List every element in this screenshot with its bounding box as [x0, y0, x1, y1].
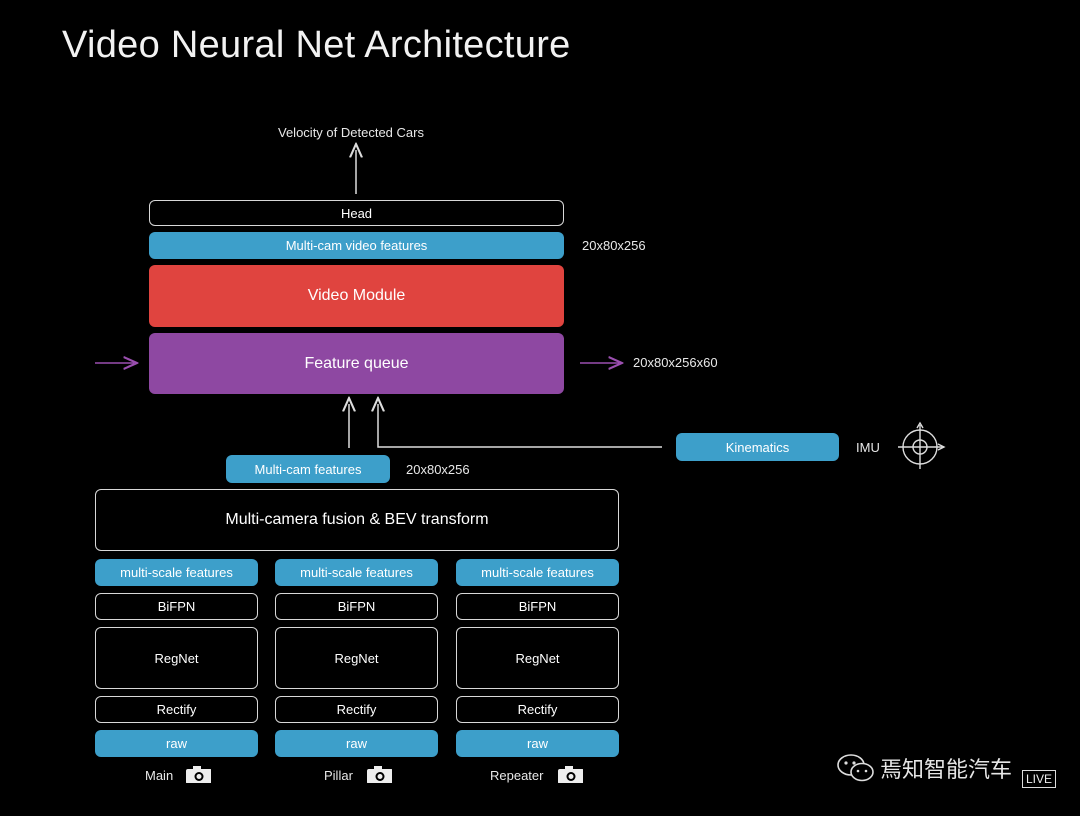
col2-camera-label: Pillar [324, 768, 353, 783]
camera-icon [367, 766, 392, 783]
col2-multiscale-features: multi-scale features [275, 559, 438, 586]
watermark-text: 焉知智能汽车 [880, 758, 1013, 783]
col3-bifpn: BiFPN [456, 593, 619, 620]
col1-regnet: RegNet [95, 627, 258, 689]
col1-multiscale-features: multi-scale features [95, 559, 258, 586]
camera-icon [186, 766, 211, 783]
live-badge: LIVE [1022, 770, 1057, 788]
col3-regnet: RegNet [456, 627, 619, 689]
feature-queue-block: Feature queue [149, 333, 564, 394]
bev-transform-block: Multi-camera fusion & BEV transform [95, 489, 619, 551]
video-features-dim: 20x80x256 [582, 238, 646, 253]
camera-icon [558, 766, 583, 783]
video-features-block: Multi-cam video features [149, 232, 564, 259]
velocity-label: Velocity of Detected Cars [278, 125, 424, 140]
head-block: Head [149, 200, 564, 226]
col3-camera-label: Repeater [490, 768, 544, 783]
imu-sensor-icon [898, 421, 946, 469]
wechat-icon [837, 754, 874, 782]
feature-queue-dim: 20x80x256x60 [633, 355, 718, 370]
col1-camera-label: Main [145, 768, 174, 783]
col2-raw: raw [275, 730, 438, 757]
col3-multiscale-features: multi-scale features [456, 559, 619, 586]
kinematics-block: Kinematics [676, 433, 839, 461]
col3-rectify: Rectify [456, 696, 619, 723]
col1-raw: raw [95, 730, 258, 757]
col3-raw: raw [456, 730, 619, 757]
multicam-features-block: Multi-cam features [226, 455, 390, 483]
imu-label: IMU [856, 440, 880, 455]
col1-bifpn: BiFPN [95, 593, 258, 620]
video-module-block: Video Module [149, 265, 564, 327]
slide-title: Video Neural Net Architecture [62, 24, 571, 66]
col2-rectify: Rectify [275, 696, 438, 723]
multicam-features-dim: 20x80x256 [406, 462, 470, 477]
col2-regnet: RegNet [275, 627, 438, 689]
col1-rectify: Rectify [95, 696, 258, 723]
kinematics-arrow [378, 404, 662, 448]
col2-bifpn: BiFPN [275, 593, 438, 620]
